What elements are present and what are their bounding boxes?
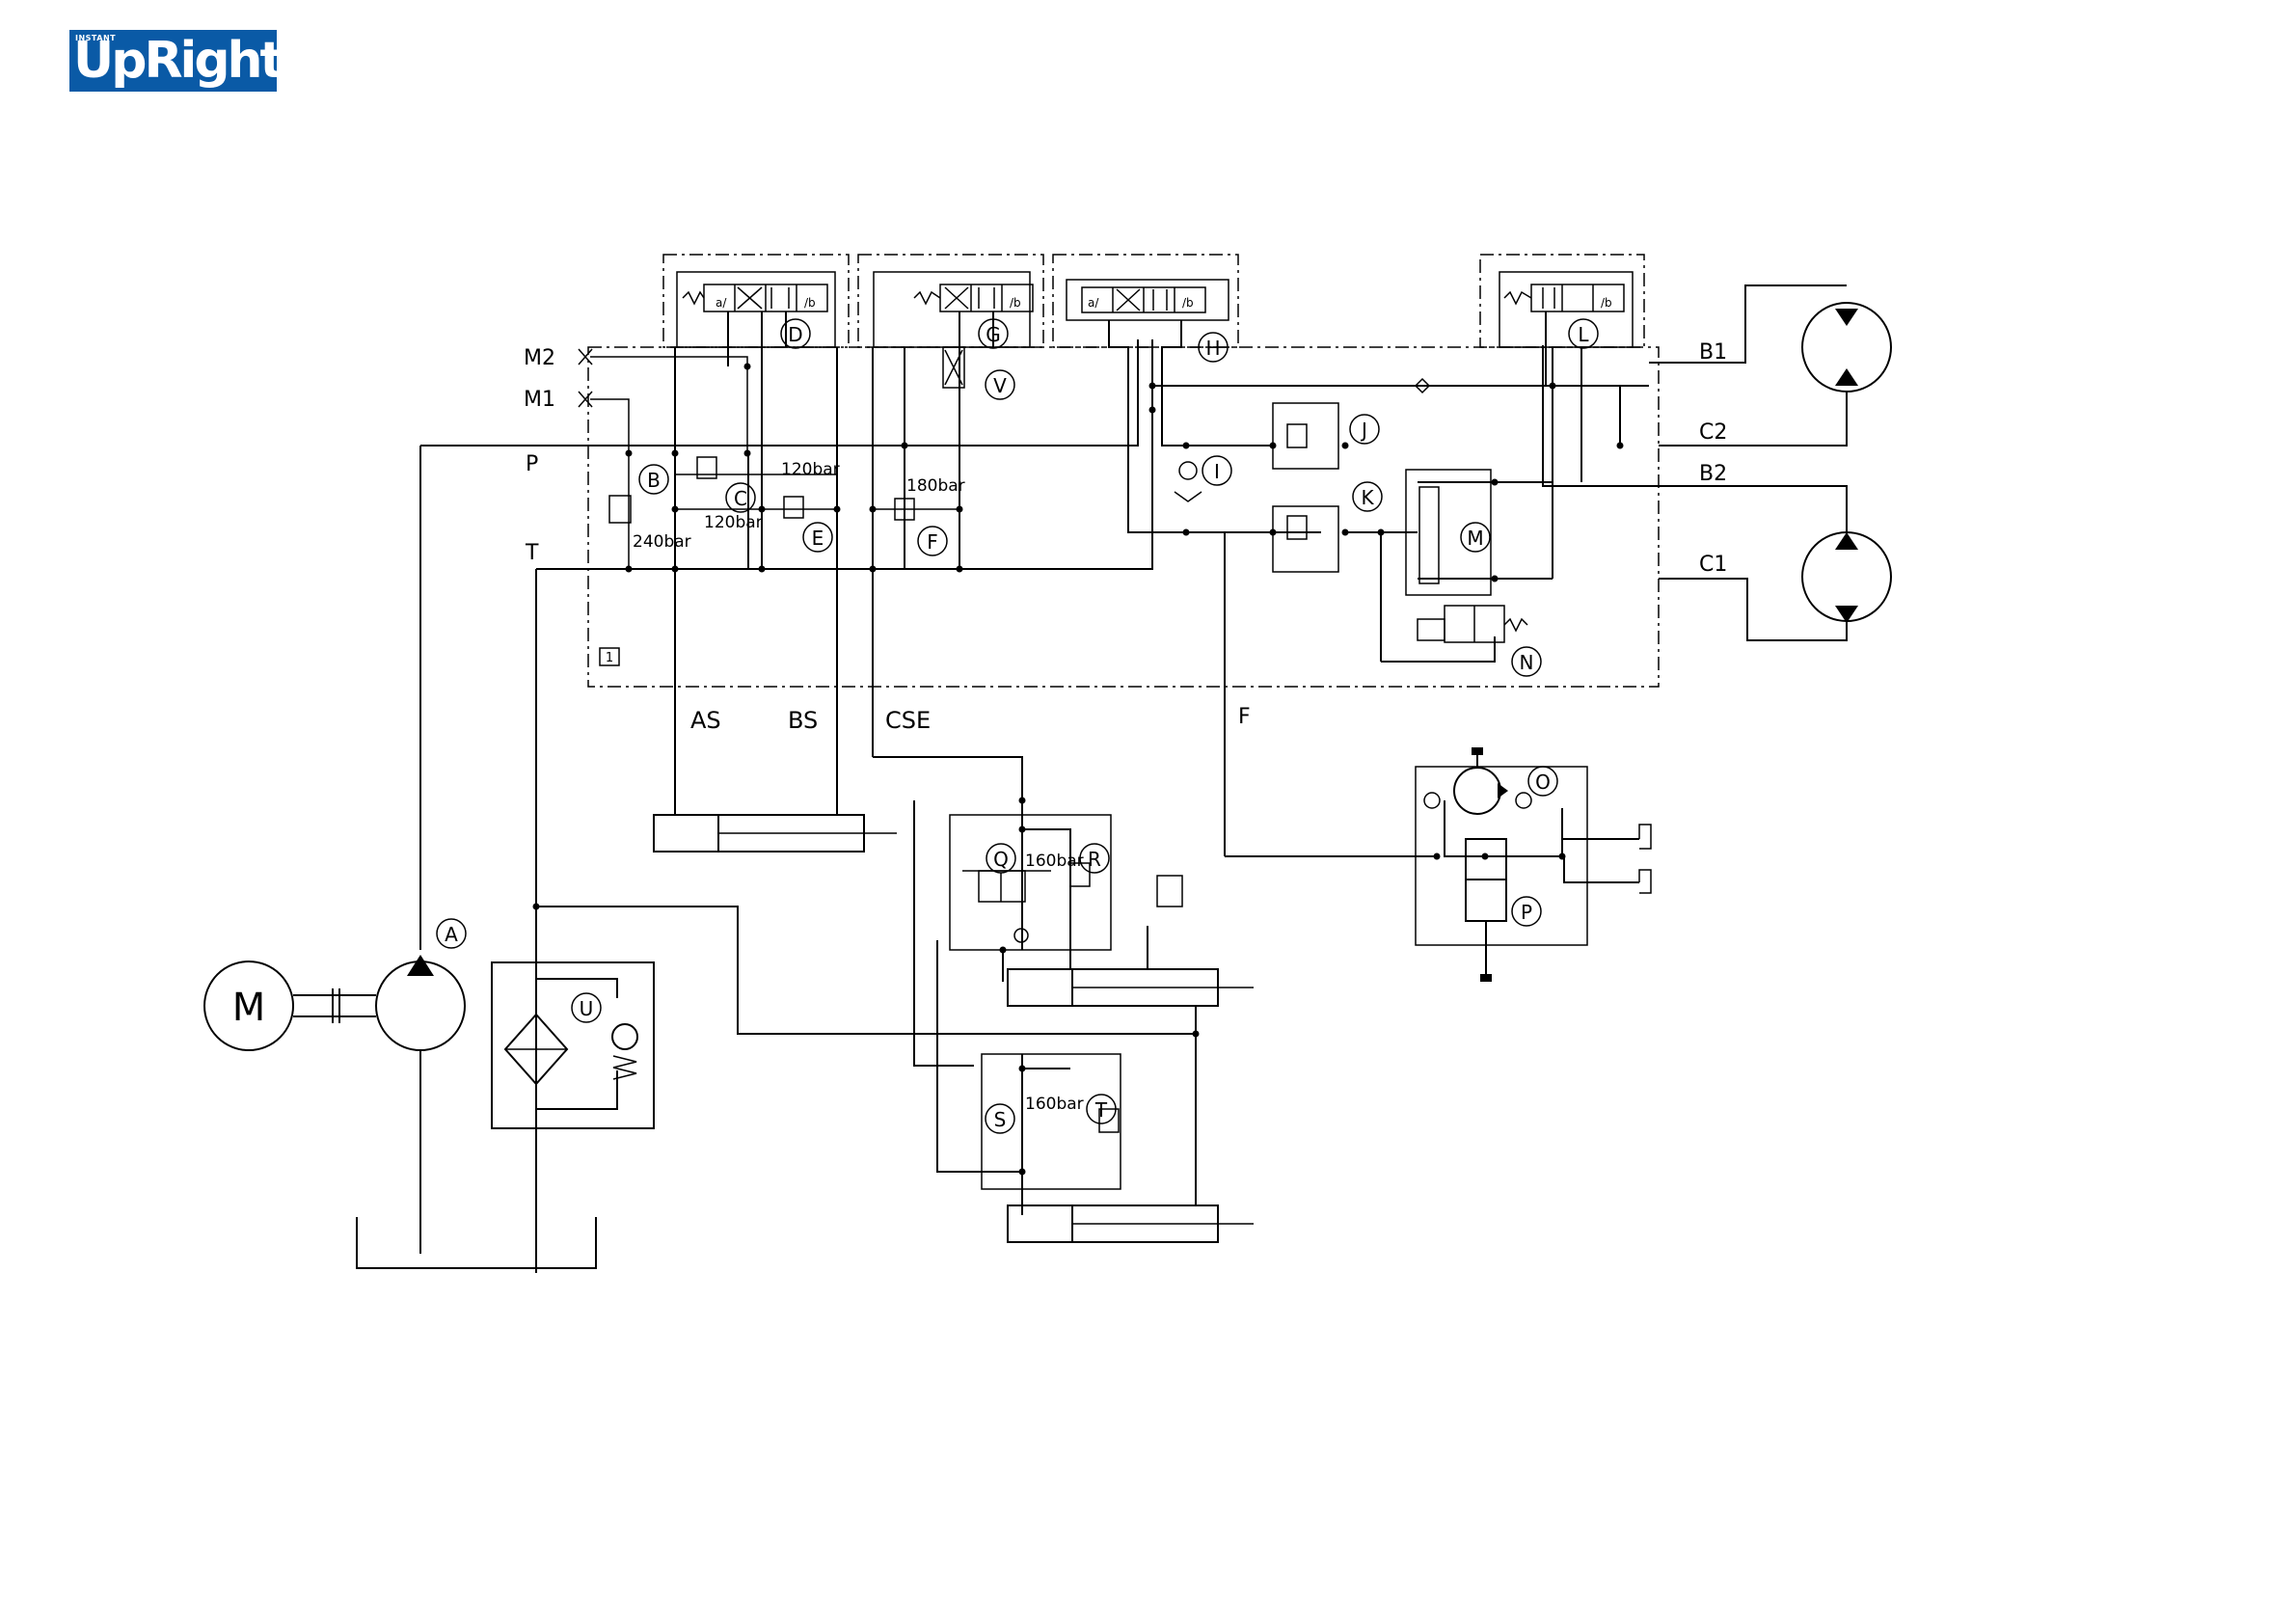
electric-motor: M	[204, 961, 293, 1050]
svg-text:C: C	[734, 487, 747, 510]
svg-text:H: H	[1205, 337, 1220, 360]
callout-a: A	[437, 919, 466, 948]
callout-l: L	[1569, 319, 1598, 348]
callout-o: O	[1528, 767, 1557, 796]
junction-dots	[533, 364, 1624, 1176]
cylinder-1	[1008, 969, 1254, 1205]
svg-text:V: V	[993, 374, 1007, 397]
callout-s: S	[986, 1104, 1014, 1133]
port-label-c1: C1	[1699, 553, 1727, 577]
callout-r: R	[1080, 844, 1109, 873]
svg-text:R: R	[1088, 848, 1101, 871]
cylinder-2	[1008, 1205, 1254, 1242]
pressure-160bar-b: 160bar	[1025, 1095, 1084, 1114]
callout-j: J	[1350, 415, 1379, 444]
callout-c: C	[726, 483, 755, 512]
callout-g: G	[979, 319, 1008, 348]
callout-m: M	[1461, 523, 1490, 552]
port-label-m1: M1	[524, 388, 555, 412]
block-q-r	[950, 815, 1111, 950]
pressure-120bar-a: 120bar	[781, 460, 840, 479]
svg-text:M: M	[1467, 527, 1483, 550]
svg-text:Q: Q	[993, 848, 1009, 871]
svg-text:/b: /b	[804, 296, 816, 310]
port-label-p: P	[526, 452, 538, 476]
svg-text:F: F	[927, 530, 938, 554]
valve-h: a/ /b	[1067, 280, 1229, 320]
cylinder-as-bs	[654, 791, 897, 852]
svg-text:O: O	[1535, 771, 1551, 794]
callout-u: U	[572, 993, 601, 1022]
valve-g: /b	[914, 284, 1033, 311]
hydraulic-pump	[376, 955, 465, 1050]
svg-text:G: G	[986, 323, 1001, 346]
pressure-120bar-b: 120bar	[704, 513, 763, 532]
svg-text:N: N	[1520, 651, 1534, 674]
svg-text:E: E	[812, 527, 824, 550]
port-label-f: F	[1238, 705, 1251, 729]
reservoir	[357, 1217, 596, 1268]
callout-e: E	[803, 523, 832, 552]
port-label-bs: BS	[788, 707, 818, 734]
port-label-as: AS	[690, 707, 721, 734]
callout-p: P	[1512, 897, 1541, 926]
svg-text:/b: /b	[1601, 296, 1612, 310]
svg-text:a/: a/	[716, 296, 727, 310]
svg-text:D: D	[788, 323, 802, 346]
svg-text:U: U	[580, 997, 594, 1020]
callout-q: Q	[986, 844, 1015, 873]
svg-text:T: T	[1094, 1098, 1108, 1122]
svg-text:M: M	[232, 986, 266, 1030]
svg-text:/b: /b	[1010, 296, 1021, 310]
callout-f: F	[918, 527, 947, 555]
hydraulic-motor-1	[1802, 303, 1891, 392]
port-label-t: T	[525, 541, 539, 565]
svg-text:S: S	[994, 1108, 1007, 1131]
svg-text:P: P	[1521, 901, 1532, 924]
port-label-b2: B2	[1699, 462, 1727, 486]
callout-k: K	[1353, 482, 1382, 511]
svg-text:J: J	[1360, 419, 1367, 442]
svg-text:I: I	[1214, 460, 1220, 483]
pressure-180bar: 180bar	[906, 476, 965, 496]
valve-d: a/ /b	[683, 284, 827, 311]
filter-block	[492, 962, 654, 1128]
port-label-c2: C2	[1699, 420, 1727, 445]
port-label-cse: CSE	[885, 707, 931, 734]
svg-text:K: K	[1361, 486, 1374, 509]
port-label-b1: B1	[1699, 340, 1727, 365]
svg-text:B: B	[647, 469, 661, 492]
svg-text:L: L	[1578, 323, 1589, 346]
valve-l: /b	[1504, 284, 1624, 311]
pressure-160bar-a: 160bar	[1025, 852, 1084, 871]
svg-text:A: A	[445, 923, 458, 946]
hydraulic-motor-2	[1802, 532, 1891, 623]
callout-i: I	[1202, 456, 1231, 485]
callout-v: V	[986, 370, 1014, 399]
pressure-240bar: 240bar	[633, 532, 691, 552]
callout-b: B	[639, 465, 668, 494]
port-label-m2: M2	[524, 346, 555, 370]
svg-text:/b: /b	[1182, 296, 1194, 310]
callout-n: N	[1512, 647, 1541, 676]
section-d-enclosure	[663, 255, 849, 347]
svg-text:a/: a/	[1088, 296, 1099, 310]
block-number: 1	[606, 651, 613, 665]
